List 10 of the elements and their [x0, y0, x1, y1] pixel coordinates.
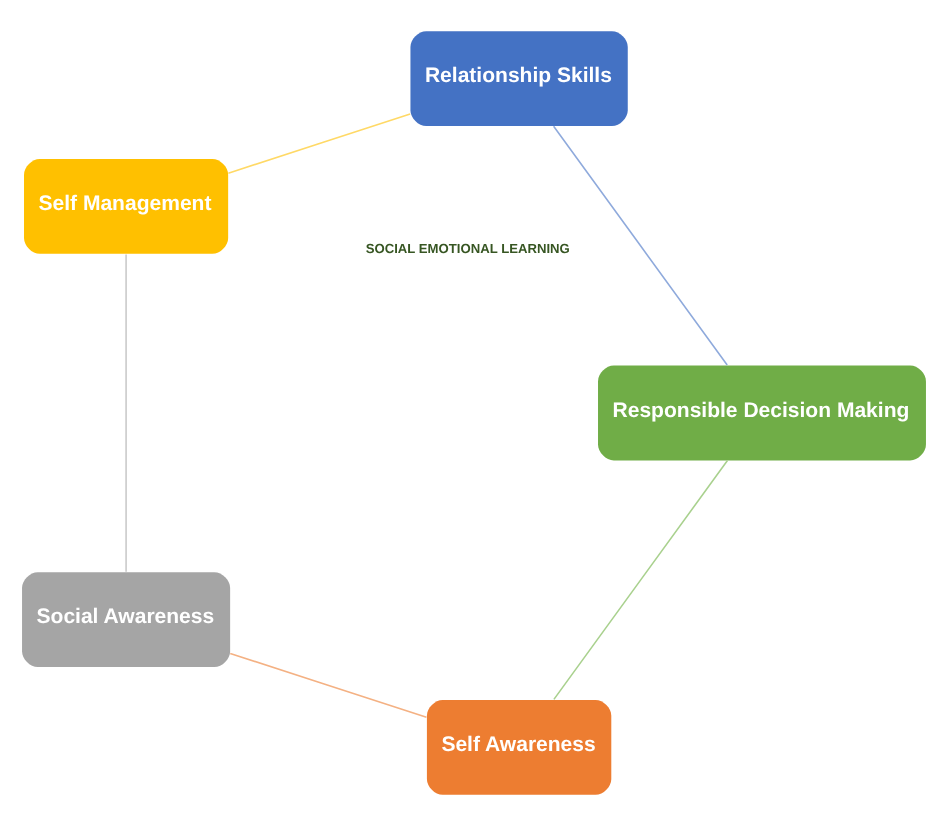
- node-box: Self Awareness: [426, 698, 612, 794]
- connector: [553, 458, 729, 700]
- node-box: Relationship Skills: [410, 30, 628, 126]
- node-box: Self Management: [24, 157, 229, 253]
- node-box: Social Awareness: [22, 571, 231, 667]
- connector: [229, 651, 428, 717]
- connector: [552, 124, 728, 365]
- node-box: Responsible Decision Making: [598, 364, 926, 460]
- connector: [227, 112, 411, 173]
- connector: [125, 252, 127, 572]
